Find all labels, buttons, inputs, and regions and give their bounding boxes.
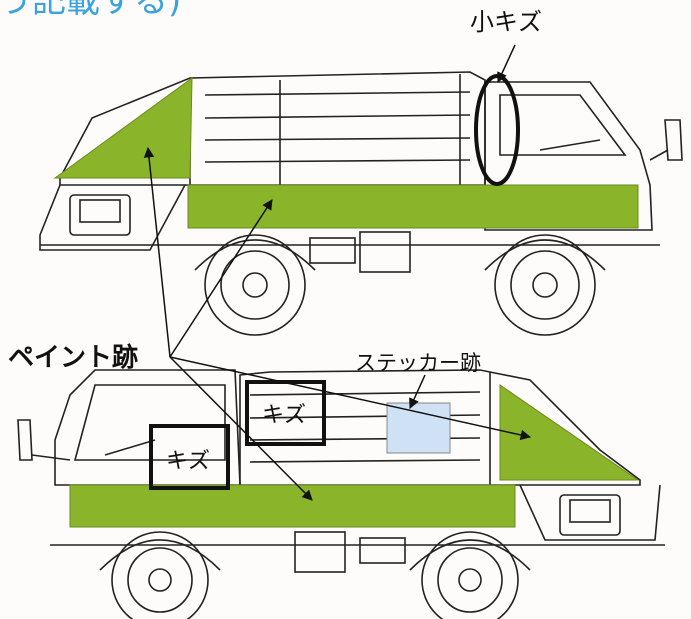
header-text: う記載する) <box>0 0 181 21</box>
top-truck-body <box>59 71 486 186</box>
bottom-truck-rear <box>519 484 661 541</box>
small-scratch-ellipse <box>474 74 520 186</box>
top-truck-cab <box>484 81 653 231</box>
bottom-front-wheel <box>111 531 209 619</box>
arrow-to-bottom-stripe <box>169 356 313 501</box>
top-truck-rear <box>39 184 186 251</box>
small-scratch-label: 小キズ <box>470 8 542 36</box>
bottom-rear-wheel <box>421 531 519 619</box>
top-rear-wheel <box>204 234 306 336</box>
top-truck-mirror <box>664 119 683 161</box>
scratch-cab-label: キズ <box>166 449 210 474</box>
top-paint-triangle <box>53 77 193 179</box>
top-front-wheel <box>494 234 596 336</box>
scratch-box-cab <box>149 424 230 490</box>
paint-mark-arrows <box>143 146 532 501</box>
paint-mark-label: ペイント跡 <box>8 343 138 373</box>
arrow-to-bottom-triangle <box>169 356 532 441</box>
small-scratch-arrow <box>497 44 516 83</box>
sticker-mark-arrow <box>409 374 426 409</box>
arrow-to-top-triangle <box>143 146 171 358</box>
top-truck <box>39 71 683 336</box>
sticker-mark-label: ステッカー跡 <box>355 351 481 375</box>
scratch-body-label: キズ <box>262 403 306 428</box>
arrow-to-top-stripe <box>169 199 273 358</box>
bottom-paint-triangle <box>499 384 640 481</box>
sticker-mark-box <box>386 402 451 454</box>
bottom-paint-stripe <box>69 484 516 528</box>
top-paint-stripe <box>187 184 639 229</box>
bottom-truck-mirror <box>17 419 33 461</box>
